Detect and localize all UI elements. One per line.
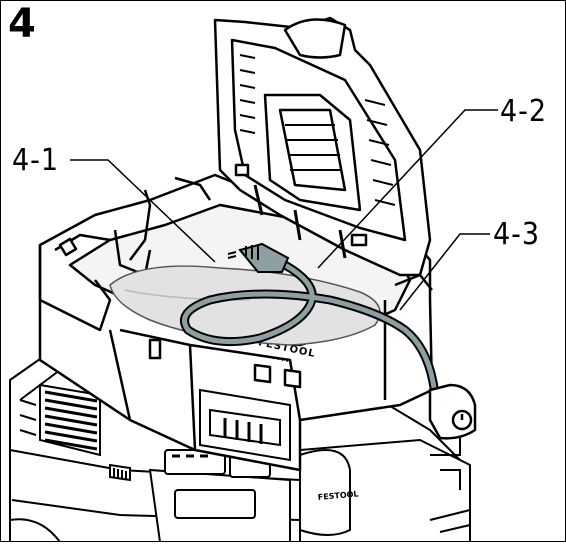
- hose-connector: [428, 383, 477, 440]
- brand-sublabel: • • • • • •: [263, 354, 289, 365]
- leader-4-1: [70, 159, 216, 263]
- wheel-outline: [9, 518, 61, 543]
- power-plug: [227, 242, 290, 273]
- leader-lines: [70, 109, 498, 311]
- hose: [180, 260, 440, 400]
- brand-mark-small: FESTOOL: [317, 489, 358, 502]
- leader-4-2: [317, 109, 498, 269]
- vent-grille: [19, 383, 101, 457]
- callout-4-2: 4-2: [500, 94, 548, 129]
- open-lid: [213, 16, 432, 277]
- control-panel: [109, 449, 291, 543]
- front-pane: [199, 388, 291, 462]
- callout-4-1: 4-1: [12, 143, 60, 178]
- callout-4-3: 4-3: [493, 217, 541, 252]
- figure-number: 4: [8, 1, 36, 47]
- leader-4-3: [399, 233, 490, 311]
